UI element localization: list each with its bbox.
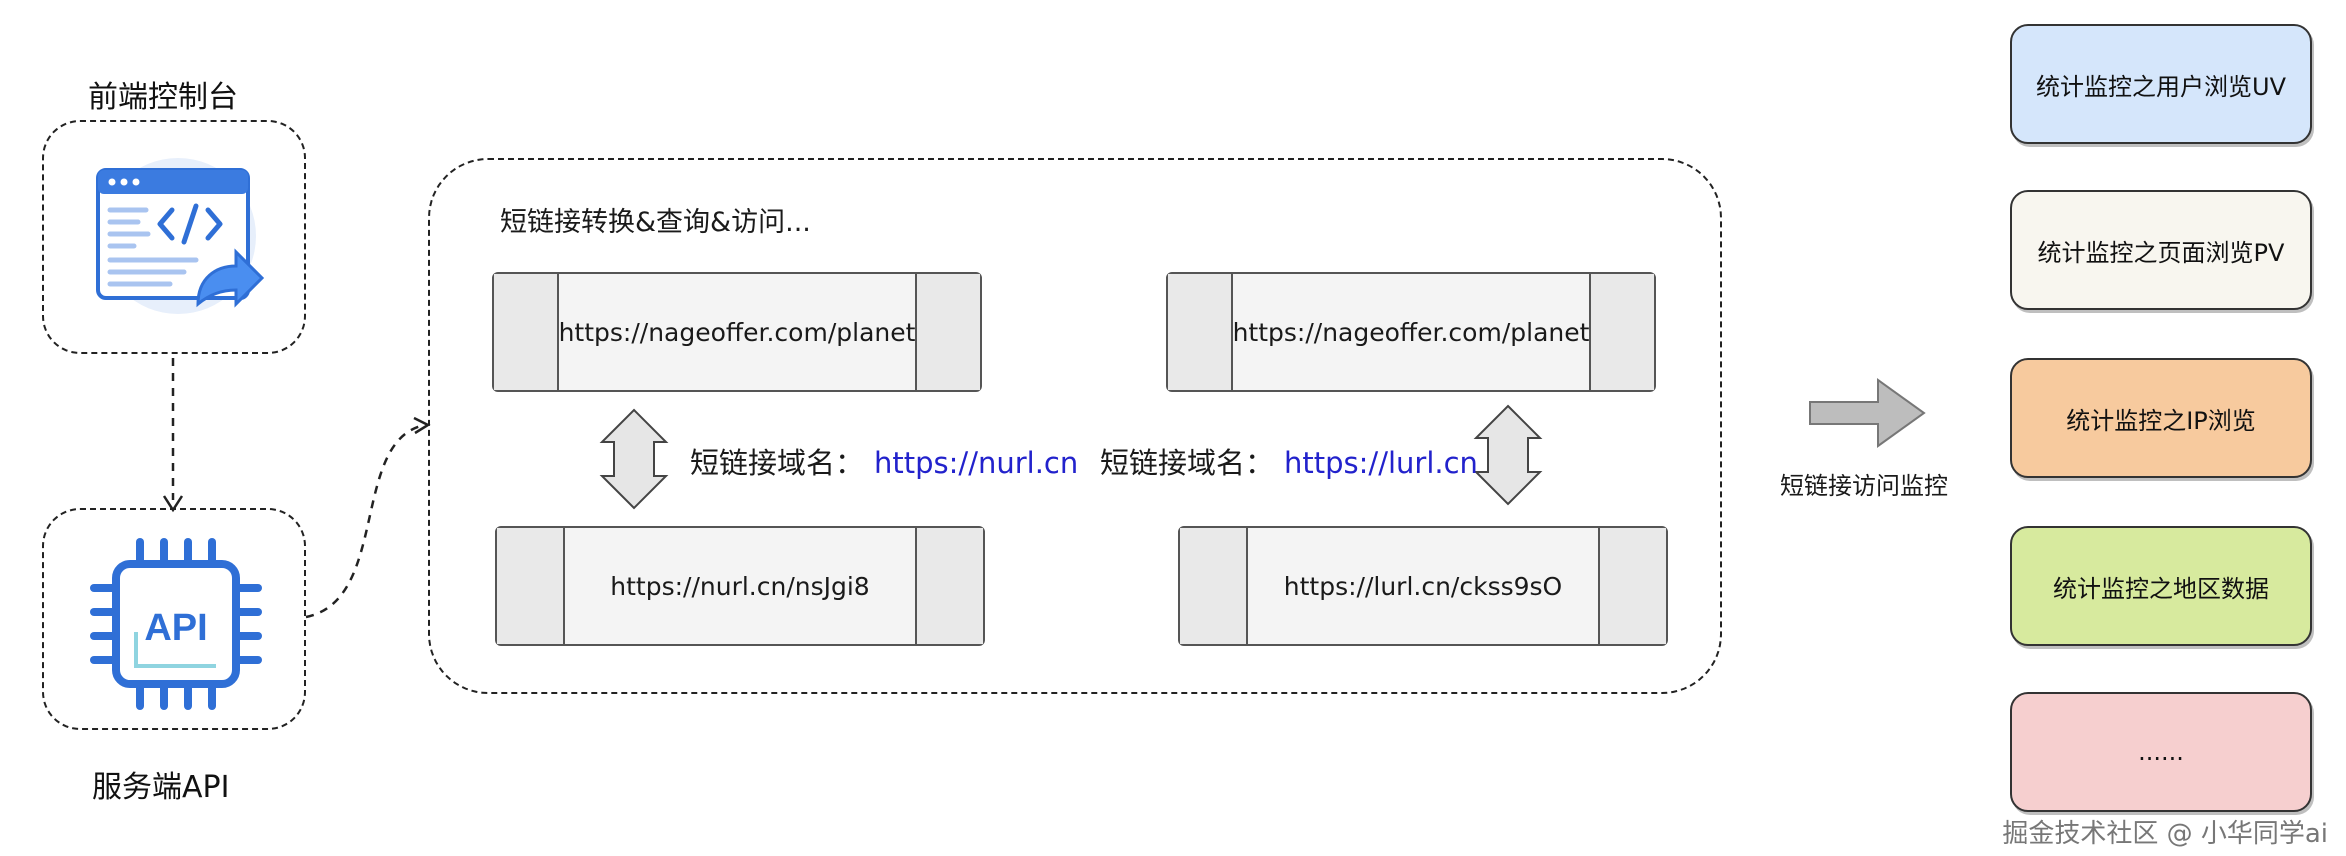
monitor-arrow-label: 短链接访问监控 [1780, 472, 1948, 500]
api-to-panel-connector [305, 423, 426, 619]
frontend-title: 前端控制台 [88, 80, 238, 115]
code-window-icon [96, 158, 265, 314]
right-long-url-box: https://nageoffer.com/planet [1166, 272, 1656, 392]
monitor-item-ip: 统计监控之IP浏览 [2010, 358, 2312, 478]
api-to-panel-arrowhead [413, 416, 431, 435]
left-domain-link[interactable]: https://nurl.cn [874, 446, 1079, 480]
right-domain-label: 短链接域名： [1100, 446, 1275, 480]
right-short-url: https://lurl.cn/ckss9sO [1248, 528, 1598, 644]
frontend-to-api-arrowhead [162, 495, 184, 513]
right-domain-row: 短链接域名： https://lurl.cn [1100, 440, 1478, 482]
frontend-box [42, 120, 306, 354]
left-long-url: https://nageoffer.com/planet [558, 274, 916, 390]
monitor-item-more: ...... [2010, 692, 2312, 812]
left-long-url-box: https://nageoffer.com/planet [492, 272, 982, 392]
api-chip-text: API [144, 607, 207, 649]
api-box: API [42, 508, 306, 730]
monitor-item-uv: 统计监控之用户浏览UV [2010, 24, 2312, 144]
monitor-item-region: 统计监控之地区数据 [2010, 526, 2312, 646]
shortlink-panel [428, 158, 1722, 694]
right-short-url-box: https://lurl.cn/ckss9sO [1178, 526, 1668, 646]
right-long-url: https://nageoffer.com/planet [1232, 274, 1590, 390]
monitor-item-pv: 统计监控之页面浏览PV [2010, 190, 2312, 310]
watermark: 掘金技术社区 @ 小华同学ai [2002, 819, 2328, 849]
left-short-url: https://nurl.cn/nsJgi8 [565, 528, 915, 644]
left-domain-row: 短链接域名： https://nurl.cn [690, 440, 1078, 482]
api-chip-icon: API [90, 538, 262, 710]
left-double-arrow [599, 408, 669, 510]
left-domain-label: 短链接域名： [690, 446, 865, 480]
right-domain-link[interactable]: https://lurl.cn [1284, 446, 1478, 480]
panel-title: 短链接转换&查询&访问... [500, 207, 811, 238]
left-short-url-box: https://nurl.cn/nsJgi8 [495, 526, 985, 646]
right-double-arrow [1473, 404, 1543, 506]
monitor-arrow [1809, 378, 1926, 448]
backend-title: 服务端API [92, 770, 230, 805]
